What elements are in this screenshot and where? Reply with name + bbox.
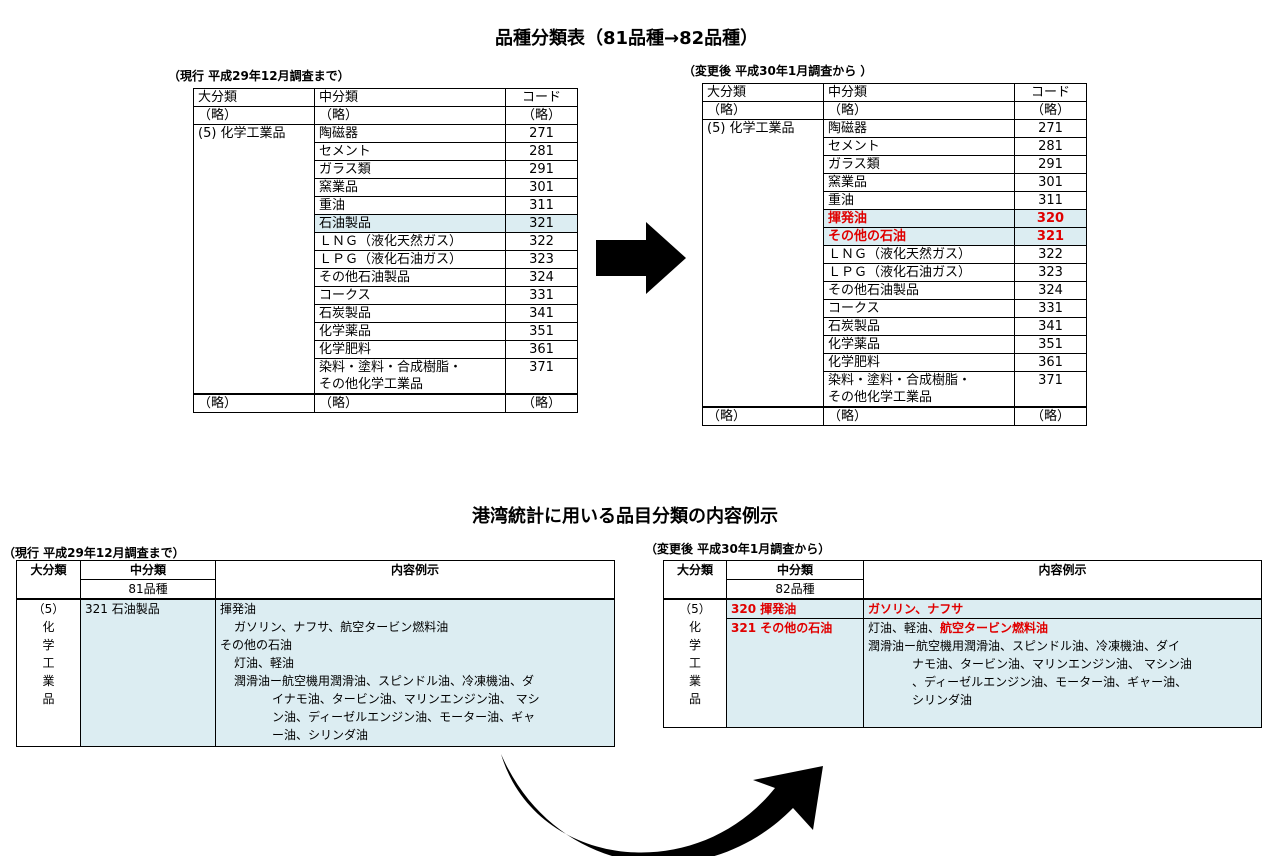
current-caption: （現行 平成29年12月調査まで） bbox=[168, 69, 350, 83]
table-row: その他化学工業品 bbox=[194, 376, 578, 395]
major-category-vertical: （5） 化 学 工 業 品 bbox=[663, 598, 727, 728]
table-row: (5) 化学工業品 陶磁器 271 bbox=[702, 119, 1087, 408]
table-row: 染料・塗料・合成樹脂・371 bbox=[703, 371, 1087, 408]
revised-content-caption: （変更後 平成30年1月調査から） bbox=[645, 542, 831, 556]
major-category: (5) 化学工業品 bbox=[193, 124, 315, 395]
table-row: 染料・塗料・合成樹脂・371 bbox=[194, 358, 578, 395]
footer-row: （略） （略） （略） bbox=[193, 393, 578, 413]
header-row: 大分類 中分類 コード bbox=[193, 88, 578, 107]
table-row: （5） 化 学 工 業 品 321 石油製品 揮発油 ガソリン、ナフサ、航空ター… bbox=[16, 598, 615, 747]
current-content-caption: （現行 平成29年12月調査まで） bbox=[3, 546, 185, 560]
mid-category-new: 321 その他の石油 bbox=[726, 618, 864, 728]
revised-content-table: 大分類 中分類 内容例示 82品種 （5） 化 学 工 業 品 320 揮発油 … bbox=[663, 560, 1262, 728]
curved-arrow-icon bbox=[501, 754, 823, 856]
revised-caption: （変更後 平成30年1月調査から ） bbox=[683, 64, 873, 78]
bottom-title: 港湾統計に用いる品目分類の内容例示 bbox=[472, 506, 778, 527]
table-row: ＬＮＧ（液化天然ガス）322 bbox=[194, 232, 578, 251]
mid-category: 321 石油製品 bbox=[80, 598, 216, 747]
revised-category-table: 大分類 中分類 コード （略） （略） （略） (5) 化学工業品 陶磁器 27… bbox=[702, 83, 1087, 426]
major-category: (5) 化学工業品 bbox=[702, 119, 824, 408]
top-title: 品種分類表（81品種→82品種） bbox=[495, 28, 759, 49]
ryaku-row: （略） （略） （略） bbox=[193, 106, 578, 125]
table-row: (5) 化学工業品 陶磁器 271 bbox=[193, 124, 578, 395]
major-category-vertical: （5） 化 学 工 業 品 bbox=[16, 598, 81, 747]
mid-category-new: 320 揮発油 bbox=[726, 598, 864, 619]
current-content-table: 大分類 中分類 内容例示 81品種 （5） 化 学 工 業 品 321 石油製品… bbox=[16, 560, 615, 747]
footer-row: （略） （略） （略） bbox=[702, 406, 1087, 426]
right-arrow-icon bbox=[596, 222, 686, 294]
header-row: 大分類 中分類 コード bbox=[702, 83, 1087, 102]
table-row: その他化学工業品 bbox=[703, 389, 1087, 408]
content-example: 揮発油 ガソリン、ナフサ、航空タービン燃料油 その他の石油 灯油、軽油 潤滑油ー… bbox=[215, 598, 615, 747]
header-row: 大分類 中分類 内容例示 bbox=[16, 560, 615, 600]
header-row: 大分類 中分類 内容例示 bbox=[663, 560, 1262, 600]
ryaku-row: （略） （略） （略） bbox=[702, 101, 1087, 120]
content-example-new: ガソリン、ナフサ bbox=[863, 598, 1262, 619]
table-row: ＬＮＧ（液化天然ガス）322 bbox=[703, 245, 1087, 264]
content-example: 灯油、軽油、航空タービン燃料油 潤滑油ー航空機用潤滑油、スピンドル油、冷凍機油、… bbox=[863, 618, 1262, 728]
table-row-new: 321 その他の石油 灯油、軽油、航空タービン燃料油 潤滑油ー航空機用潤滑油、ス… bbox=[664, 618, 1262, 728]
current-category-table: 大分類 中分類 コード （略） （略） （略） (5) 化学工業品 陶磁器 27… bbox=[193, 88, 578, 413]
table-row-new: （5） 化 学 工 業 品 320 揮発油 ガソリン、ナフサ bbox=[663, 598, 1262, 728]
